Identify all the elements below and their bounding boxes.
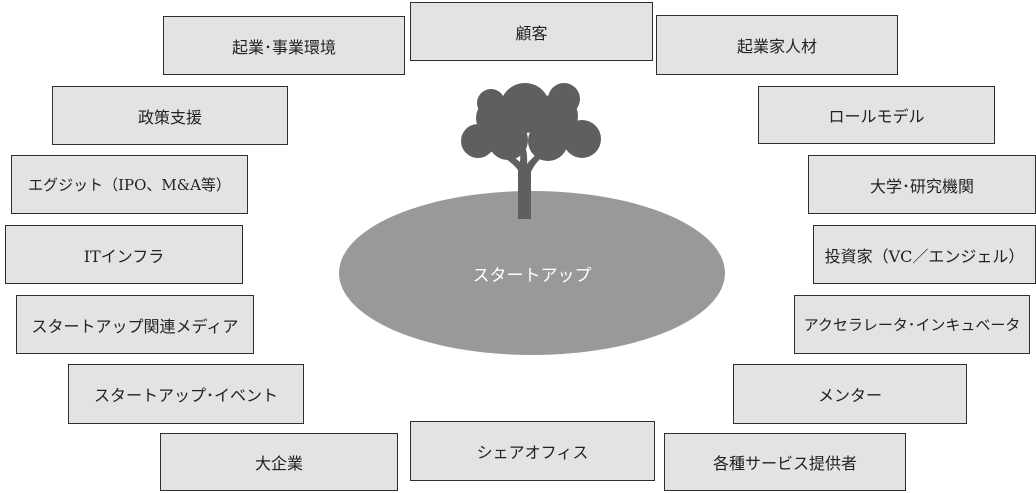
box-role-model: ロールモデル bbox=[758, 86, 995, 144]
box-kigyo-jigyo-kankyo: 起業･事業環境 bbox=[163, 16, 405, 75]
box-share-office: シェアオフィス bbox=[410, 421, 655, 481]
box-accelerator: アクセラレータ･インキュベータ bbox=[794, 295, 1030, 354]
box-kokyaku: 顧客 bbox=[410, 2, 653, 61]
center-label: スタートアップ bbox=[472, 265, 592, 286]
tree-icon bbox=[461, 83, 601, 219]
box-it-infra: ITインフラ bbox=[5, 225, 243, 284]
box-seisaku-shien: 政策支援 bbox=[52, 86, 288, 145]
box-event: スタートアップ･イベント bbox=[68, 364, 304, 424]
box-toshika: 投資家（VC／エンジェル） bbox=[813, 225, 1036, 284]
startup-ellipse bbox=[339, 191, 725, 355]
box-daigaku: 大学･研究機関 bbox=[808, 155, 1036, 214]
box-media: スタートアップ関連メディア bbox=[16, 295, 254, 354]
box-mentor: メンター bbox=[733, 364, 967, 424]
box-service-provider: 各種サービス提供者 bbox=[664, 433, 906, 491]
box-exit: エグジット（IPO、M&A等） bbox=[11, 155, 248, 214]
box-daikigyo: 大企業 bbox=[160, 433, 398, 491]
box-kigyoka-jinzai: 起業家人材 bbox=[656, 15, 898, 75]
